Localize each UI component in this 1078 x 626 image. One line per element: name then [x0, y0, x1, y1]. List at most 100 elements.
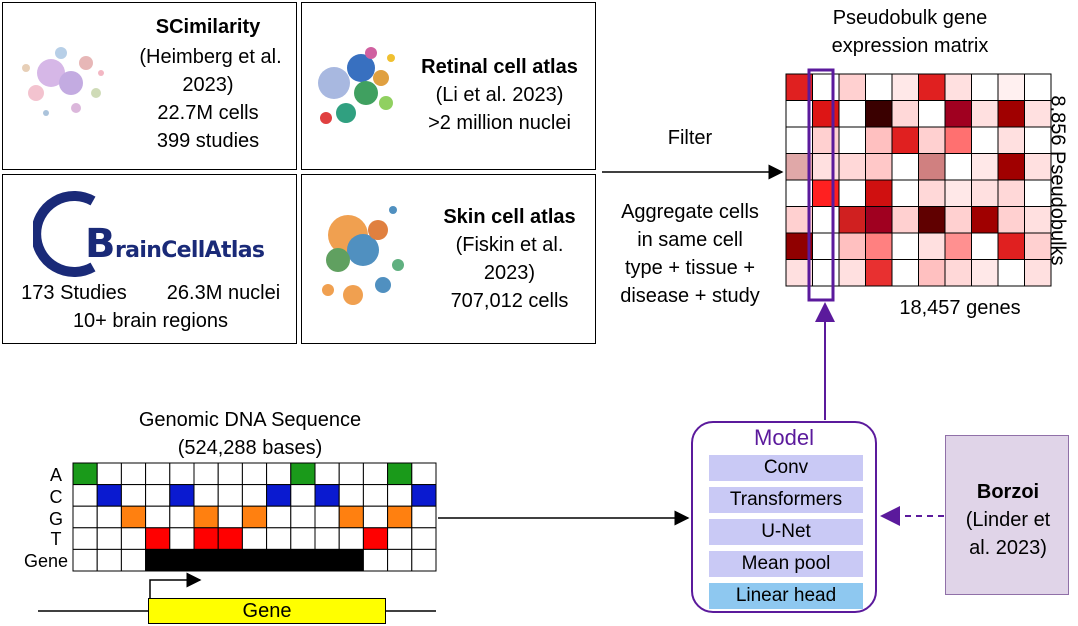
dna-cell	[145, 484, 171, 507]
dna-cell	[387, 548, 413, 572]
dna-cell	[387, 462, 413, 486]
dna-cell	[96, 527, 122, 550]
dna-cell	[169, 484, 195, 507]
tss-arrow	[149, 572, 202, 598]
matrix-cell	[944, 206, 972, 234]
matrix-cell	[918, 179, 946, 207]
matrix-cell	[971, 179, 999, 207]
matrix-cell	[944, 73, 972, 101]
dna-cell	[362, 484, 389, 507]
dna-cell	[72, 527, 98, 550]
dna-cell	[338, 527, 364, 550]
matrix-cell	[918, 126, 946, 154]
matrix-cell	[1024, 206, 1052, 234]
dna-cell	[362, 527, 389, 550]
model-box: Model Conv Transformers U-Net Mean pool …	[691, 421, 877, 613]
dna-cell	[217, 484, 243, 507]
retinal-ref: (Li et al. 2023)	[435, 84, 564, 106]
dna-row-label-a: A	[49, 465, 62, 485]
skin-cells: 707,012 cells	[450, 290, 569, 312]
dna-row-label-gene: Gene	[23, 551, 68, 571]
matrix-cell	[812, 153, 840, 181]
matrix-cell	[997, 153, 1025, 181]
expression-matrix	[785, 73, 1052, 287]
dna-cell	[145, 527, 171, 550]
matrix-cell	[918, 100, 946, 128]
dna-cell	[217, 548, 243, 572]
matrix-cell	[944, 259, 972, 287]
aggregate-line-4: disease + study	[620, 285, 760, 307]
dna-cell	[314, 462, 340, 486]
borzoi-name: Borzoi	[976, 481, 1040, 503]
matrix-cell	[838, 206, 866, 234]
retinal-umap-icon	[318, 47, 395, 124]
dna-cell	[411, 505, 437, 529]
layer-transformers: Transformers	[709, 487, 863, 513]
matrix-cell	[865, 73, 893, 101]
matrix-cell	[944, 126, 972, 154]
borzoi-ref-1: (Linder et	[965, 509, 1051, 531]
matrix-cell	[891, 259, 919, 287]
matrix-cell	[944, 100, 972, 128]
matrix-cell	[997, 126, 1025, 154]
dna-cell	[120, 505, 147, 529]
matrix-cell	[971, 73, 999, 101]
dna-cell	[241, 548, 268, 572]
matrix-title-2: expression matrix	[831, 35, 989, 57]
dna-cell	[145, 462, 171, 486]
dna-cell	[96, 484, 122, 507]
dna-cell	[217, 505, 243, 529]
brain-nuclei: 26.3M nuclei	[166, 282, 281, 304]
dna-cell	[387, 484, 413, 507]
dna-cell	[217, 462, 243, 486]
dna-cell	[411, 548, 437, 572]
model-title: Model	[754, 425, 814, 450]
dna-cell	[362, 548, 389, 572]
dna-cell	[169, 462, 195, 486]
dna-row-label-c: C	[49, 487, 63, 507]
scimilarity-umap-icon	[22, 47, 104, 116]
dna-cell	[290, 462, 316, 486]
svg-text:rainCellAtlas: rainCellAtlas	[115, 238, 265, 263]
retinal-nuclei: >2 million nuclei	[428, 112, 571, 134]
gene-bar: Gene	[148, 598, 386, 624]
dna-cell	[290, 548, 316, 572]
dna-sequence-grid	[72, 462, 437, 572]
matrix-cell	[891, 73, 919, 101]
layer-unet: U-Net	[709, 519, 863, 545]
matrix-cell	[838, 153, 866, 181]
scimilarity-box: SCimilarity (Heimberg et al. 2023) 22.7M…	[2, 2, 297, 170]
dna-cell	[411, 462, 437, 486]
matrix-cell	[865, 232, 893, 260]
matrix-cell	[838, 73, 866, 101]
matrix-cell	[891, 153, 919, 181]
dna-cell	[193, 527, 219, 550]
dna-cell	[96, 548, 122, 572]
matrix-cell	[865, 206, 893, 234]
matrix-cell	[838, 179, 866, 207]
matrix-cell	[865, 179, 893, 207]
matrix-cell	[1024, 100, 1052, 128]
dna-cell	[72, 505, 98, 529]
matrix-cell	[865, 126, 893, 154]
dna-cell	[241, 484, 268, 507]
matrix-cell	[918, 259, 946, 287]
dna-cell	[120, 484, 147, 507]
matrix-cell	[838, 126, 866, 154]
skin-name: Skin cell atlas	[443, 206, 576, 228]
matrix-cell	[997, 232, 1025, 260]
matrix-cell	[1024, 179, 1052, 207]
aggregate-line-1: Aggregate cells	[621, 201, 759, 223]
dna-title-2: (524,288 bases)	[177, 437, 323, 459]
dna-cell	[290, 505, 316, 529]
matrix-cell	[891, 100, 919, 128]
dna-cell	[387, 505, 413, 529]
matrix-cell	[812, 232, 840, 260]
filter-label: Filter	[667, 127, 713, 149]
matrix-cell	[918, 232, 946, 260]
matrix-cell	[944, 153, 972, 181]
matrix-cell	[1024, 259, 1052, 287]
matrix-cell	[812, 206, 840, 234]
matrix-cell	[838, 232, 866, 260]
dna-cell	[338, 505, 364, 529]
